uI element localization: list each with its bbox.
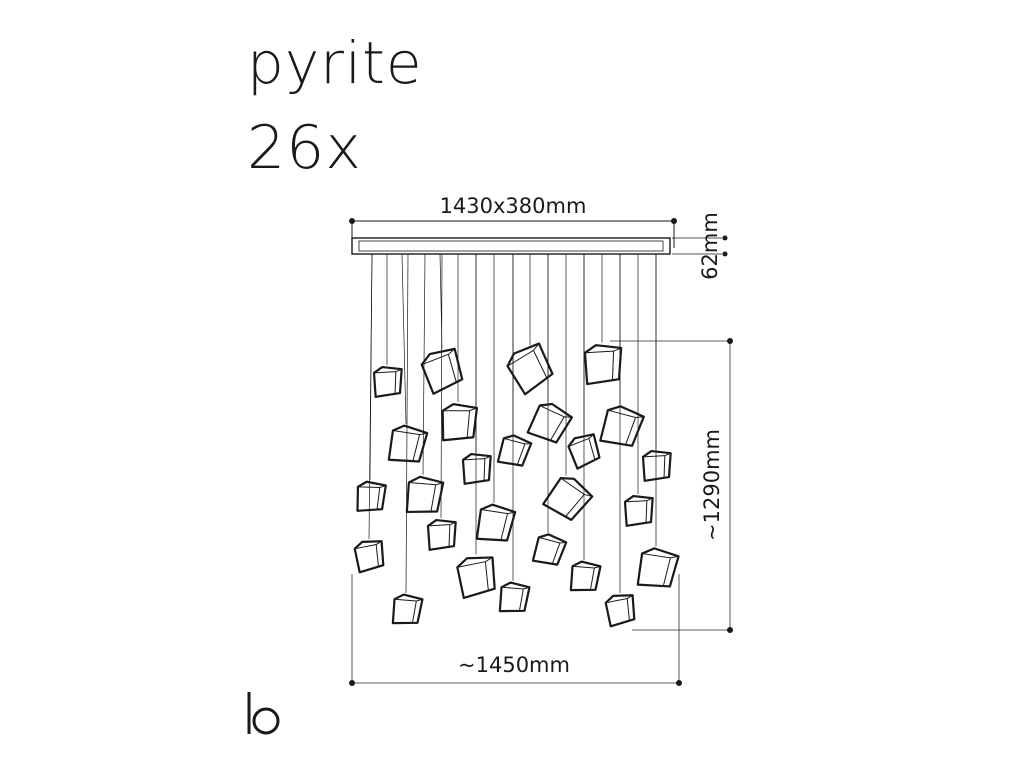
pendant-wire: [368, 253, 373, 540]
canopy-height-label: 62mm: [698, 212, 722, 280]
drop-height-label: ~1290mm: [700, 429, 724, 541]
canopy: [351, 237, 671, 255]
pendant-cube: [567, 433, 601, 470]
pendant-cube: [420, 347, 464, 395]
pendant-cube: [569, 560, 602, 592]
pendant-cube: [426, 518, 457, 551]
pendant-cube: [604, 594, 636, 628]
brand-logo: [247, 692, 280, 735]
canopy-width-dimension: 1430x380mm: [349, 194, 677, 248]
pendant-cube: [542, 477, 594, 521]
pendant-wire: [405, 253, 409, 594]
pendant-wire: [401, 253, 407, 424]
canopy-height-dimension: 62mm: [672, 212, 728, 280]
total-width-dimension: ~1450mm: [349, 574, 682, 686]
pendant-cube: [496, 434, 533, 467]
pendant-cube: [405, 475, 445, 514]
total-width-label: ~1450mm: [458, 653, 570, 677]
pendant-cube: [356, 480, 387, 512]
pendant-wire: [422, 253, 426, 475]
pendant-cube: [498, 581, 531, 613]
pendant-cube: [372, 365, 403, 398]
pendant-cube: [353, 540, 385, 574]
pendant-cube: [641, 449, 672, 482]
pendant-wire: [440, 253, 443, 519]
pendant-cube: [623, 494, 654, 527]
pendant-cube: [475, 503, 517, 542]
canopy-width-label: 1430x380mm: [440, 194, 587, 218]
pendant-cube: [531, 533, 568, 566]
variant-label: 26x: [247, 113, 362, 183]
pendant-group: [353, 253, 680, 628]
pendant-cube: [506, 342, 554, 396]
pendant-cube: [441, 403, 479, 442]
drop-height-dimension: ~1290mm: [610, 338, 733, 633]
pendant-cube: [456, 556, 496, 600]
pendant-cube: [391, 593, 424, 625]
pendant-cube: [461, 452, 492, 485]
product-name: pyrite: [247, 29, 423, 97]
pendant-cube: [583, 344, 623, 386]
pendant-cube: [636, 547, 680, 588]
